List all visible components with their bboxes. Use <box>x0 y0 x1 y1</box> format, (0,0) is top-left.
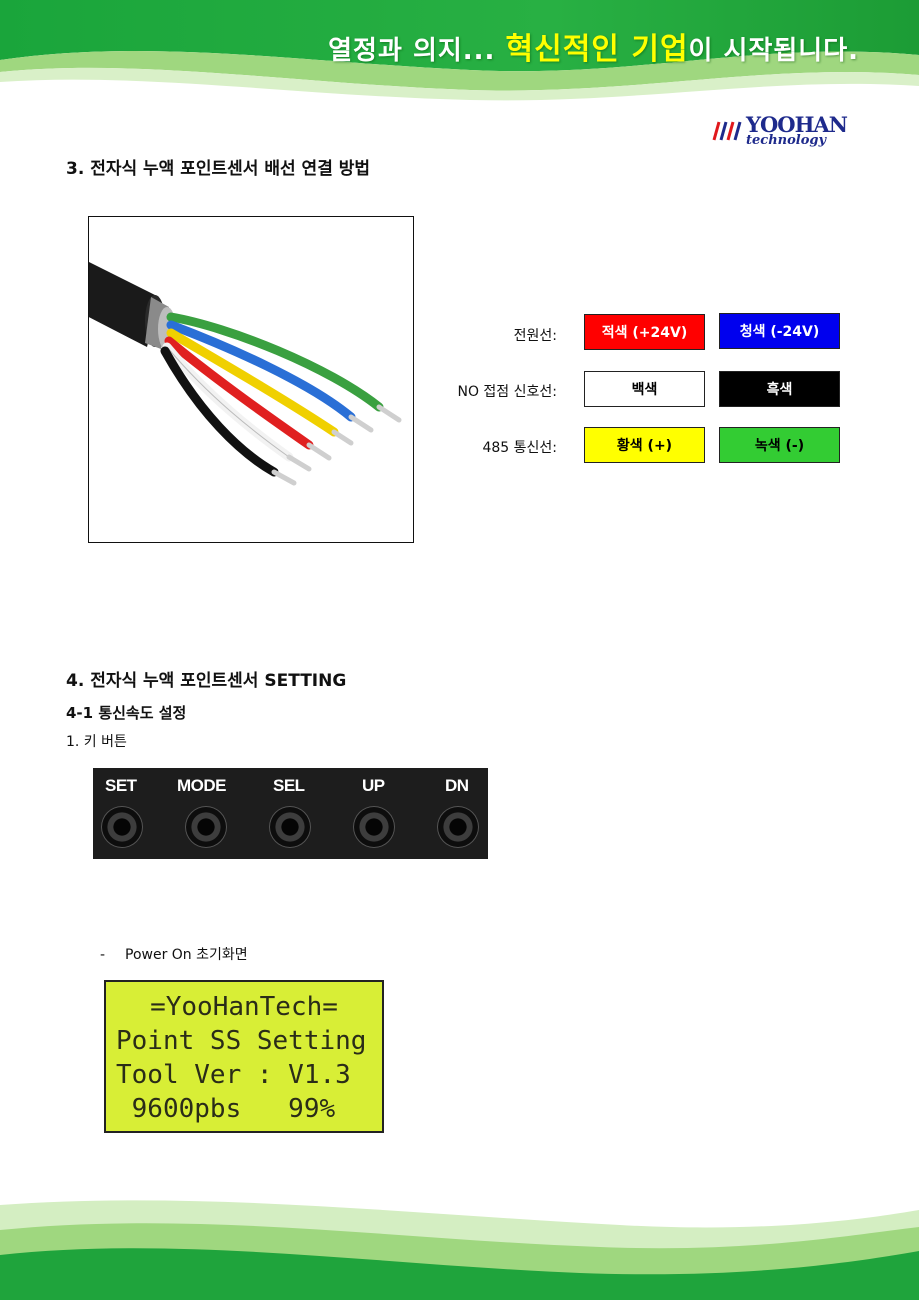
section3-title: 3. 전자식 누액 포인트센서 배선 연결 방법 <box>66 159 371 179</box>
sel-key-icon <box>269 806 311 848</box>
cable-illustration <box>89 262 402 486</box>
wire-label-power: 전원선: <box>513 328 557 344</box>
wire-label-signal: NO 접점 신호선: <box>457 384 557 400</box>
wire-label-comm: 485 통신선: <box>482 440 557 456</box>
power-on-label: Power On 초기화면 <box>125 947 248 963</box>
key-buttons-photo: SET MODE SEL UP DN <box>93 768 488 859</box>
power-on-bullet: - Power On 초기화면 <box>100 944 248 964</box>
header-slogan: 열정과 의지... 혁신적인 기업이 시작됩니다. <box>328 24 859 68</box>
header-banner: 열정과 의지... 혁신적인 기업이 시작됩니다. <box>0 0 919 110</box>
swatch-green: 녹색 (-) <box>719 427 840 463</box>
swatch-white: 백색 <box>584 371 705 407</box>
footer-wave-graphic <box>0 1200 919 1300</box>
slogan-part2: 이 시작됩니다. <box>688 36 859 66</box>
slogan-highlight: 혁신적인 기업 <box>505 32 689 67</box>
company-logo: YOOHAN technology <box>706 112 856 152</box>
mode-key-icon <box>185 806 227 848</box>
section4-title: 4. 전자식 누액 포인트센서 SETTING <box>66 671 347 691</box>
key-label-set: SET <box>105 776 137 795</box>
section4-1-subtitle: 4-1 통신속도 설정 <box>66 704 187 722</box>
lcd-line-1: =YooHanTech= <box>150 992 338 1022</box>
slogan-part1: 열정과 의지... <box>328 36 496 66</box>
key-label-mode: MODE <box>177 776 227 795</box>
up-key-icon <box>353 806 395 848</box>
lcd-line-4: 9600pbs 99% <box>116 1094 336 1124</box>
swatch-black: 흑색 <box>719 371 840 407</box>
footer-banner <box>0 1185 919 1300</box>
header-wave-graphic <box>0 0 919 101</box>
swatch-yellow: 황색 (+) <box>584 427 705 463</box>
key-label-dn: DN <box>445 776 469 795</box>
lcd-line-2: Point SS Setting <box>116 1026 367 1056</box>
logo-stripes-icon <box>712 121 742 141</box>
cable-photo <box>88 216 414 543</box>
logo-text: YOOHAN <box>746 112 848 137</box>
dn-key-icon <box>437 806 479 848</box>
set-key-icon <box>101 806 143 848</box>
lcd-screen: =YooHanTech= Point SS Setting Tool Ver :… <box>104 980 384 1133</box>
bullet-dash: - <box>100 947 106 963</box>
swatch-blue: 청색 (-24V) <box>719 313 840 349</box>
key-label-sel: SEL <box>273 776 305 795</box>
logo-subtext: technology <box>746 133 827 148</box>
swatch-red: 적색 (+24V) <box>584 314 705 350</box>
key-label-up: UP <box>362 776 385 795</box>
lcd-line-3: Tool Ver : V1.3 <box>116 1060 351 1090</box>
step1-label: 1. 키 버튼 <box>66 734 127 750</box>
